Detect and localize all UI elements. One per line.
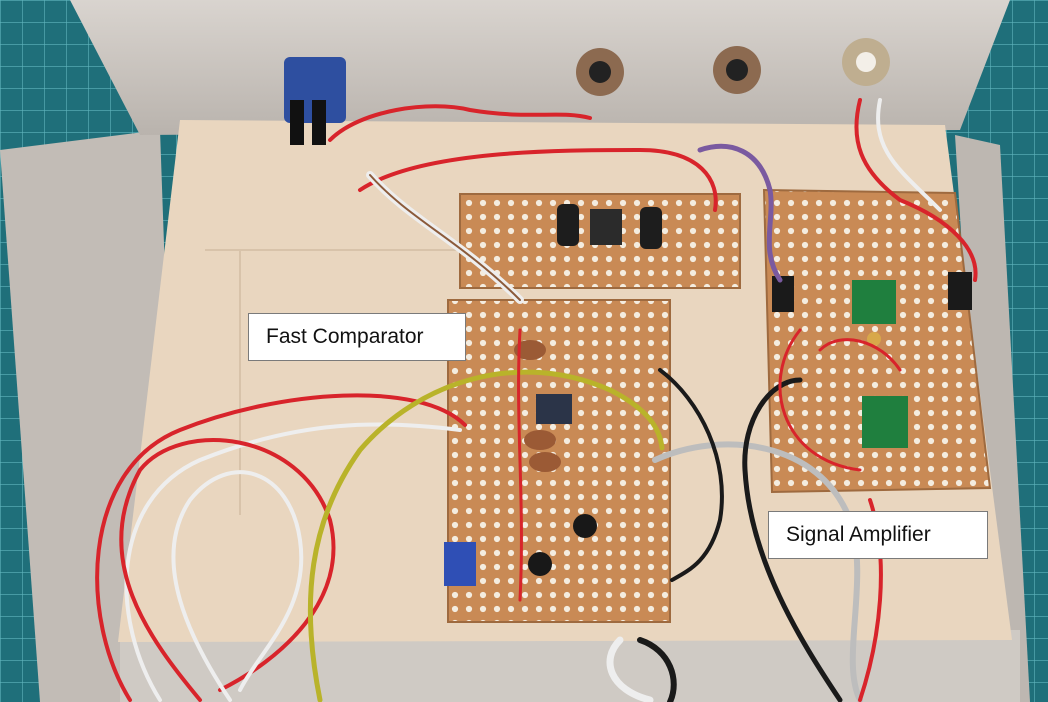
wiring bbox=[95, 98, 978, 702]
signal-amplifier-label: Signal Amplifier bbox=[768, 511, 988, 559]
fast-comparator-label: Fast Comparator bbox=[248, 313, 466, 361]
